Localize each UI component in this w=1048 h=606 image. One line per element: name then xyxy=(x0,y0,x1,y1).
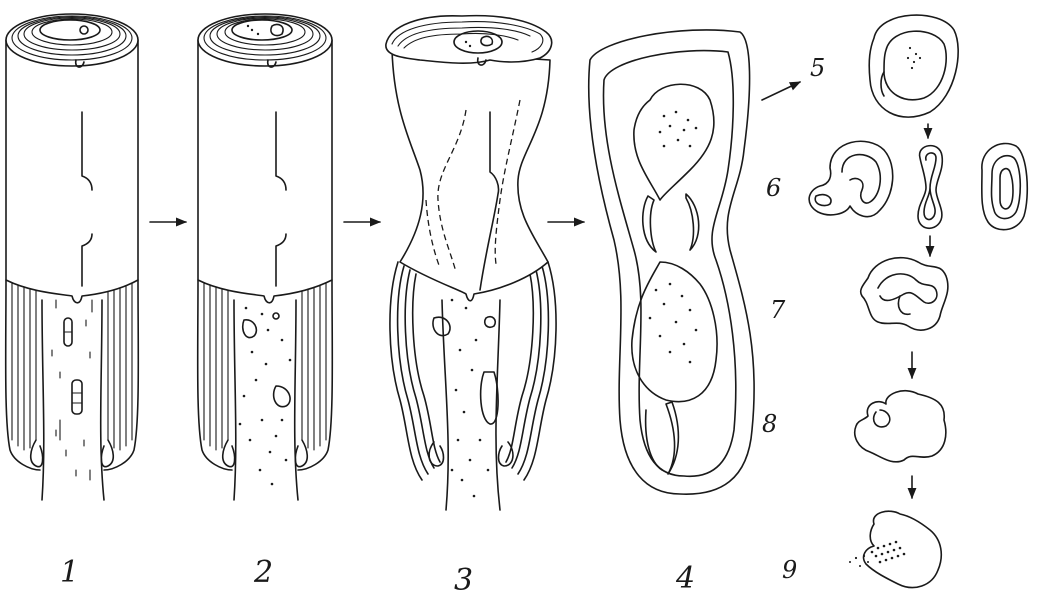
stage-label-5: 5 xyxy=(810,54,825,82)
stage-3-cylinder xyxy=(392,50,550,301)
stage-1-tube xyxy=(6,14,139,500)
stage-1-core-marks xyxy=(52,300,92,480)
stage-3-tube xyxy=(386,16,556,510)
stage-label-3: 3 xyxy=(454,563,473,598)
stage-6-concentric-form xyxy=(982,143,1027,229)
stage-label-2: 2 xyxy=(253,555,273,590)
arrow-4-to-5 xyxy=(762,82,800,100)
stage-label-1: 1 xyxy=(60,555,79,590)
stage-3-folded-top xyxy=(386,16,552,65)
stage-4-cross-section xyxy=(589,30,754,494)
stage-6-sections xyxy=(809,141,1027,229)
stage-2-core-granules xyxy=(239,307,292,486)
stage-6-hook-form xyxy=(809,141,893,216)
stage-2-fiber-sheath xyxy=(198,280,333,500)
stage-6-dumbbell-form xyxy=(918,146,942,229)
stage-7-section xyxy=(861,258,948,330)
stage-8-section xyxy=(855,391,946,462)
stage-2-cylinder xyxy=(198,40,332,303)
stage-label-6: 6 xyxy=(766,174,781,202)
stage-label-9: 9 xyxy=(782,556,797,584)
stage-9-section xyxy=(849,511,941,587)
stage-label-7: 7 xyxy=(770,296,786,324)
stage-label-4: 4 xyxy=(675,561,695,596)
stage-9-granule-spray xyxy=(849,541,905,567)
stage-2-tube xyxy=(198,14,333,500)
stage-1-cylinder xyxy=(6,40,138,303)
stage-5-section xyxy=(869,15,958,117)
stage-1-coiled-top xyxy=(6,14,138,67)
stage-2-coiled-top xyxy=(198,14,332,67)
stage-label-8: 8 xyxy=(762,410,777,438)
